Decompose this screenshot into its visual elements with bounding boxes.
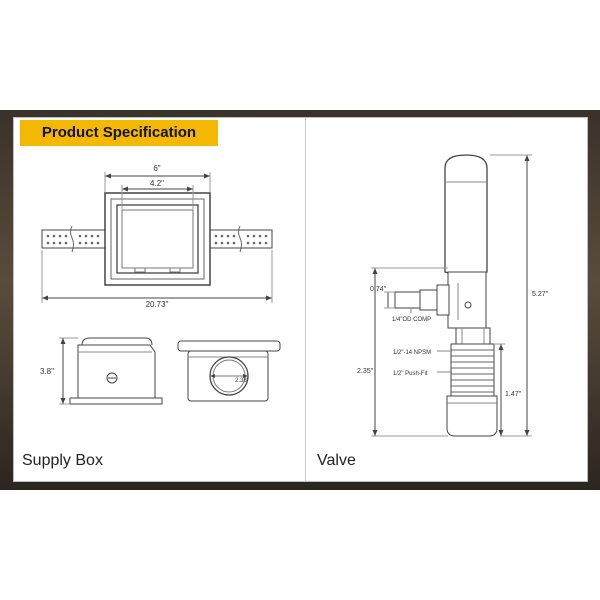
dim-valve-bottom: 1.47" bbox=[505, 391, 522, 398]
right-bracket bbox=[209, 225, 273, 253]
dim-box-height: 3.8" bbox=[40, 367, 54, 376]
product-spec-banner: Product Specification bbox=[20, 120, 218, 146]
supply-box-caption: Supply Box bbox=[22, 452, 103, 469]
dim-valve-offset: 0.74" bbox=[370, 286, 387, 293]
left-bracket bbox=[41, 225, 106, 253]
dim-flange-width: 6" bbox=[153, 164, 160, 173]
label-push-fit: 1/2" Push-Fit bbox=[393, 371, 428, 377]
valve-caption: Valve bbox=[317, 452, 356, 469]
box-top-view bbox=[177, 340, 281, 402]
valve-body bbox=[394, 154, 498, 437]
dim-overall-width: 20.73" bbox=[146, 300, 169, 309]
label-comp: 1/4"OD COMP bbox=[392, 317, 431, 323]
box-flange bbox=[104, 192, 211, 286]
box-side-view bbox=[69, 337, 163, 405]
dim-valve-height: 5.27" bbox=[532, 291, 549, 298]
dim-valve-lower: 2.35" bbox=[357, 368, 374, 375]
panel-divider bbox=[305, 117, 306, 482]
dim-opening-width: 4.2" bbox=[150, 179, 164, 188]
label-npsm: 1/2"-14 NPSM bbox=[393, 350, 431, 356]
dim-pipe-diameter: 2.38" bbox=[235, 378, 249, 384]
